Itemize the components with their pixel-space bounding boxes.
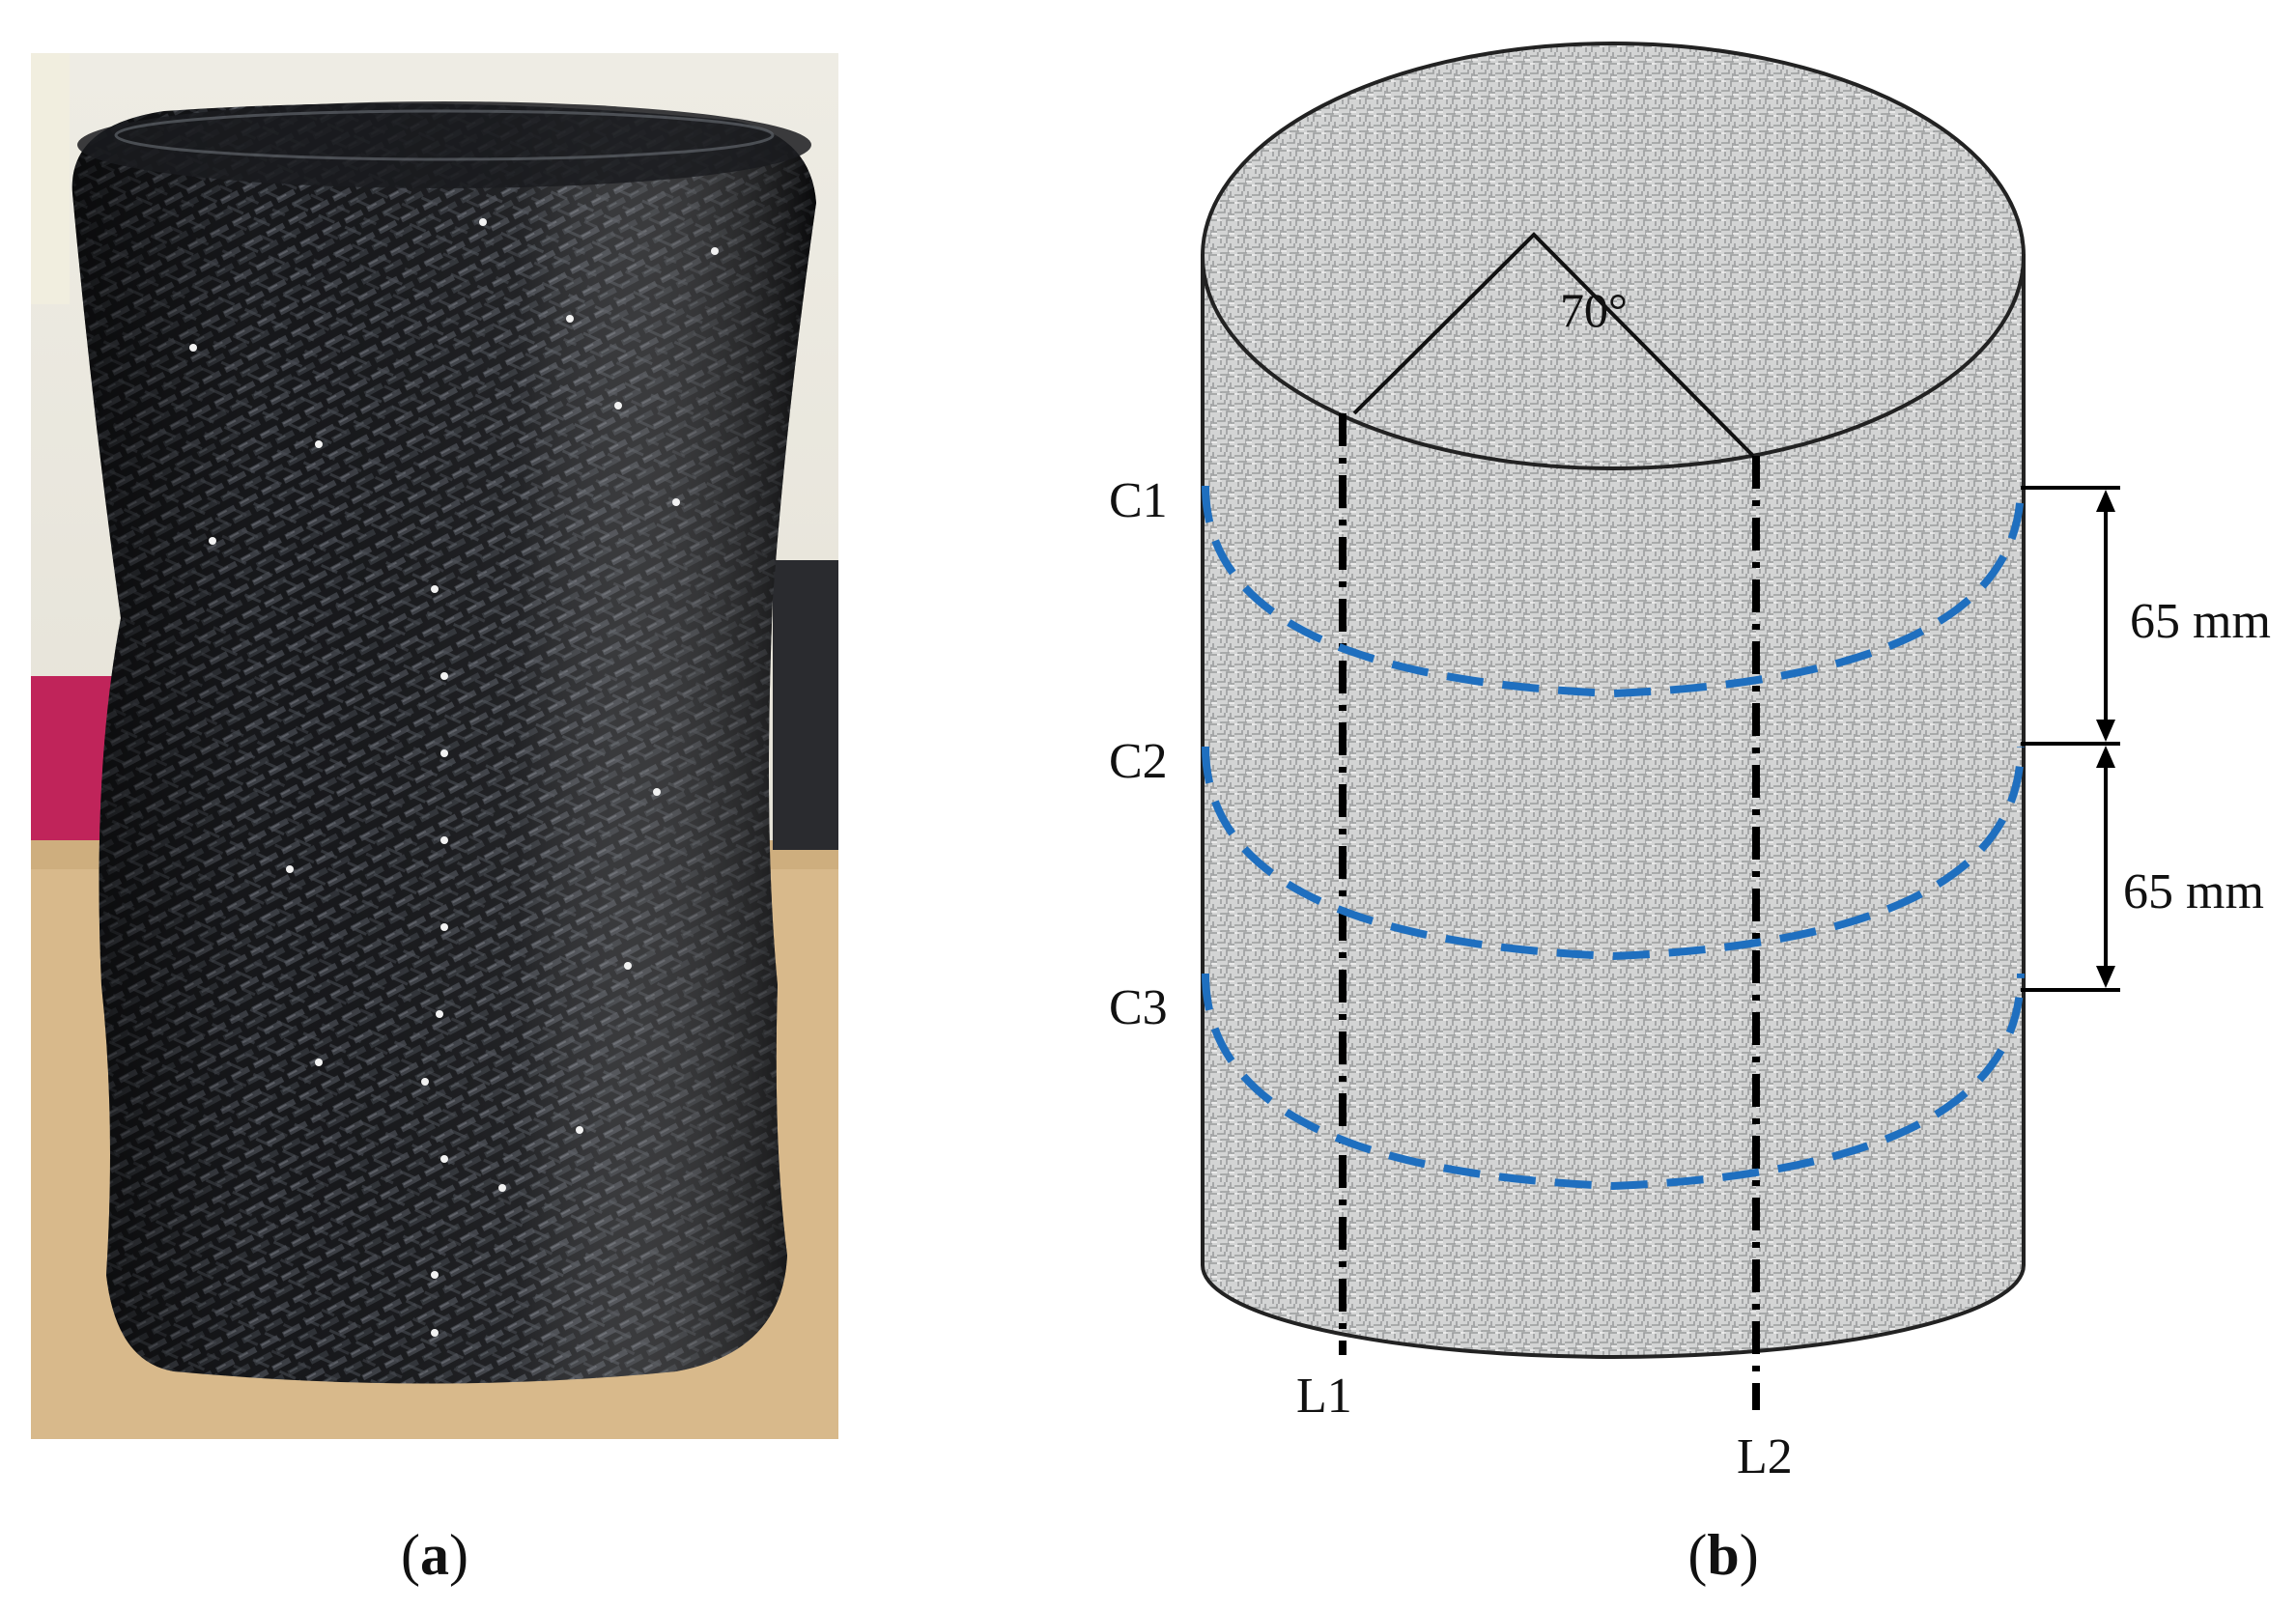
- label-l1: L1: [1296, 1369, 1352, 1424]
- speckle-markers: [189, 218, 719, 1337]
- schematic-panel: 70° C1 C2 C3 L1 L2 65 mm 65 mm: [1109, 42, 2271, 1484]
- cylinder-top: [1201, 42, 2026, 470]
- label-c3: C3: [1109, 980, 1168, 1035]
- cylinder-top-rim: [77, 101, 811, 188]
- label-c2: C2: [1109, 734, 1168, 789]
- caption-b: (b): [1687, 1523, 1758, 1587]
- cylinder-top-rim-highlight: [114, 109, 775, 161]
- photo-background-object: [773, 560, 838, 850]
- spacing-label-1: 65 mm: [2130, 594, 2271, 649]
- dimension-arrowheads: [2096, 490, 2115, 988]
- cylinder-shading: [71, 103, 816, 1384]
- spacing-label-2: 65 mm: [2123, 864, 2264, 919]
- dimension-markers: [2021, 486, 2120, 992]
- label-l2: L2: [1737, 1429, 1793, 1484]
- label-c1: C1: [1109, 473, 1168, 528]
- circumferential-line-c1: [1202, 485, 2025, 698]
- cylinder-body: [1201, 254, 2026, 1359]
- circumferential-line-c2: [1202, 746, 2025, 961]
- circumferential-line-c3: [1202, 973, 2025, 1191]
- caption-a: (a): [401, 1523, 468, 1587]
- photo-wall-stripe: [31, 53, 70, 304]
- angle-wedge: [1352, 232, 1755, 458]
- photo-panel: [31, 53, 838, 1439]
- angle-label: 70°: [1560, 283, 1628, 337]
